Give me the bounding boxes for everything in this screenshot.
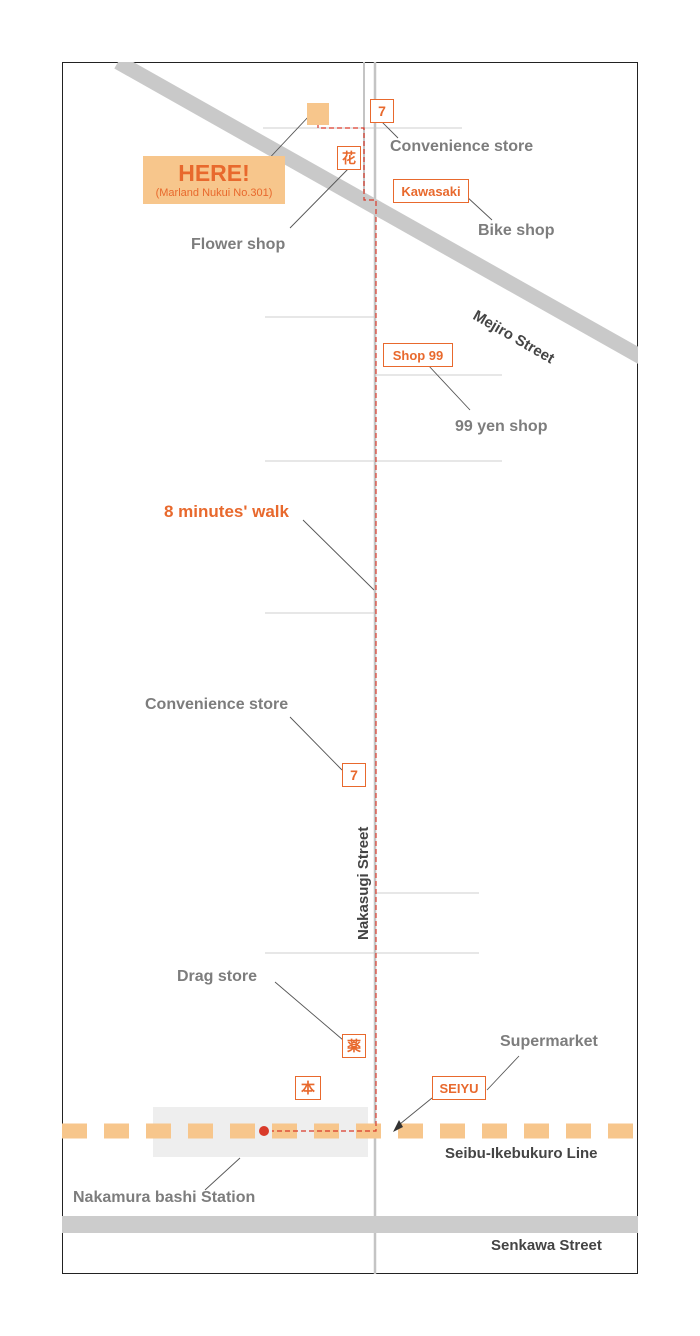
flower-shop-label: Flower shop: [191, 236, 286, 253]
book-store-tag: 本: [295, 1076, 321, 1100]
drug-store-tag: 薬: [342, 1034, 366, 1058]
here-building-marker: [307, 103, 329, 125]
walk-time-label: 8 minutes' walk: [164, 502, 289, 521]
here-subtitle: (Marland Nukui No.301): [155, 186, 273, 199]
convenience-store-top-tag: 7: [370, 99, 394, 123]
yen-shop-label: 99 yen shop: [455, 418, 548, 435]
shop99-tag: Shop 99: [383, 343, 453, 367]
station-name-label: Nakamura bashi Station: [73, 1189, 256, 1206]
convenience-store-mid-tag: 7: [342, 763, 366, 787]
map-frame: [62, 62, 638, 1274]
mejiro-street-road: [114, 62, 638, 364]
bike-shop-tag: Kawasaki: [393, 179, 469, 203]
walking-route: [272, 115, 377, 1132]
supermarket-tag: SEIYU: [432, 1076, 486, 1100]
bike-shop-label: Bike shop: [478, 222, 555, 239]
supermarket-arrow: [393, 1120, 403, 1132]
leader-lines: [204, 114, 520, 1191]
supermarket-label: Supermarket: [500, 1033, 598, 1050]
senkawa-street-label: Senkawa Street: [491, 1237, 602, 1254]
convenience-store-top-label: Convenience store: [390, 138, 534, 155]
here-badge: HERE! (Marland Nukui No.301): [143, 156, 285, 204]
side-streets: [263, 127, 502, 954]
here-title: HERE!: [178, 159, 250, 186]
rail-line-label: Seibu-Ikebukuro Line: [445, 1145, 598, 1162]
senkawa-street-road: [62, 1216, 638, 1233]
drug-store-label: Drag store: [177, 968, 258, 985]
station-dot: [259, 1126, 269, 1136]
convenience-store-mid-label: Convenience store: [145, 696, 289, 713]
nakasugi-street-label: Nakasugi Street: [355, 826, 372, 940]
flower-shop-tag: 花: [337, 146, 361, 170]
